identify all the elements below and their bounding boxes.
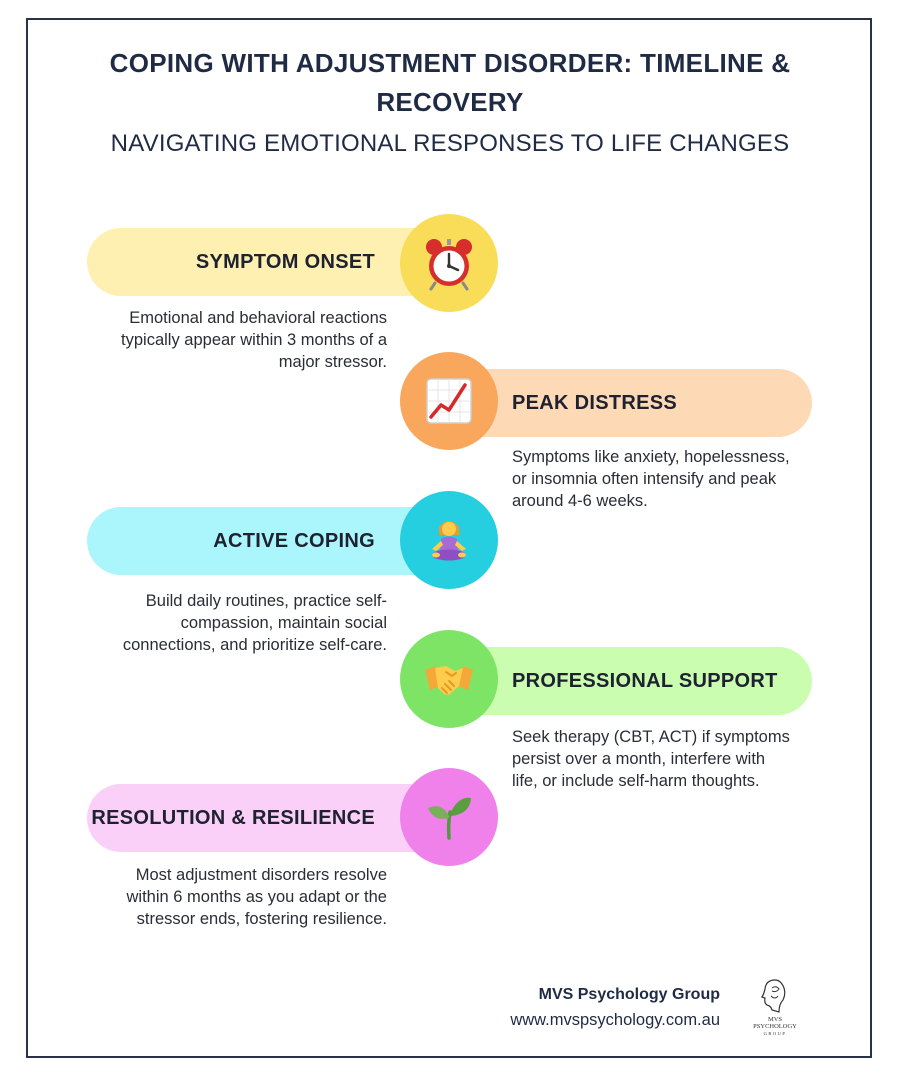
rising-chart-icon	[426, 378, 472, 424]
stage-description: Symptoms like anxiety, hopelessness, or …	[512, 448, 790, 510]
infographic-frame	[26, 18, 872, 1058]
organization-logo: MVS PSYCHOLOGY GROUP	[748, 978, 802, 1038]
page-subtitle: NAVIGATING EMOTIONAL RESPONSES TO LIFE C…	[110, 130, 790, 157]
stage-description: Most adjustment disorders resolve within…	[126, 866, 388, 928]
meditation-icon	[432, 521, 466, 561]
stage-label: PROFESSIONAL SUPPORT	[512, 669, 778, 692]
stage-description: Emotional and behavioral reactions typic…	[121, 309, 387, 371]
stage-description: Seek therapy (CBT, ACT) if symptoms pers…	[512, 728, 790, 790]
stage-label: SYMPTOM ONSET	[195, 250, 375, 273]
logo-text-group: GROUP	[763, 1031, 787, 1036]
stage-resolution-resilience-badge	[400, 768, 498, 866]
website-link[interactable]: www.mvspsychology.com.au	[510, 1011, 720, 1029]
organization-name: MVS Psychology Group	[538, 986, 720, 1003]
stage-symptom-onset-badge	[400, 214, 498, 312]
stage-peak-distress-badge	[400, 352, 498, 450]
stage-label: ACTIVE COPING	[213, 529, 375, 552]
alarm-clock-icon	[426, 239, 472, 291]
stage-label: RESOLUTION & RESILIENCE	[91, 806, 375, 829]
head-profile-logo-icon	[761, 979, 786, 1013]
stage-active-coping-badge	[400, 491, 498, 589]
logo-text-mvs: MVS	[767, 1016, 783, 1023]
logo-text-psychology: PSYCHOLOGY	[753, 1023, 797, 1030]
seedling-icon	[428, 797, 471, 840]
stage-label: PEAK DISTRESS	[512, 391, 678, 414]
stage-description: Build daily routines, practice self-comp…	[122, 592, 387, 654]
stage-professional-support-badge	[400, 630, 498, 728]
page-title: COPING WITH ADJUSTMENT DISORDER: TIMELIN…	[109, 48, 791, 117]
handshake-icon	[425, 666, 473, 695]
